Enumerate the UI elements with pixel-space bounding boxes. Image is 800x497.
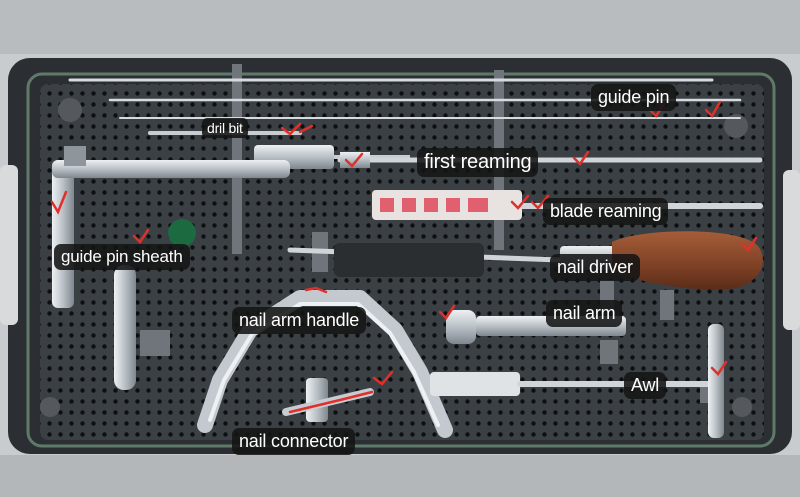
wooden-handle [612, 231, 763, 290]
background-bottom [0, 455, 800, 497]
label-nail-arm-handle: nail arm handle [232, 307, 367, 334]
background-top [0, 0, 800, 54]
label-drill-bit: dril bit [202, 118, 248, 139]
label-nail-arm: nail arm [546, 300, 623, 327]
first-reaming-instrument [337, 152, 763, 168]
awl-instrument [430, 324, 724, 438]
tray-corner-foot [40, 397, 60, 417]
tray-green-rim [26, 72, 776, 448]
label-nail-connector: nail connector [232, 428, 356, 455]
label-first-reaming: first reaming [417, 148, 539, 177]
nail-arm-handle-instrument [197, 290, 453, 438]
sheath-tube [114, 265, 136, 390]
tray-corner-foot [732, 397, 752, 417]
green-marker-dot [168, 219, 196, 247]
label-nail-driver: nail driver [550, 254, 640, 281]
label-guide-pin-sheath: guide pin sheath [54, 244, 190, 270]
nail-arm-handle-highlight [208, 302, 440, 427]
guide-pin-sheath-instrument [52, 146, 290, 308]
label-awl: Awl [624, 372, 667, 399]
tray-corner-foot [724, 114, 748, 138]
tray-side-handle-left [0, 165, 18, 325]
tray-corner-foot [58, 98, 82, 122]
label-blade-reaming: blade reaming [543, 198, 669, 225]
label-guide-pin: guide pin [591, 84, 677, 111]
tray-side-handle-right [783, 170, 800, 330]
nail-driver-instrument [287, 231, 763, 290]
red-check-marks [50, 100, 758, 414]
